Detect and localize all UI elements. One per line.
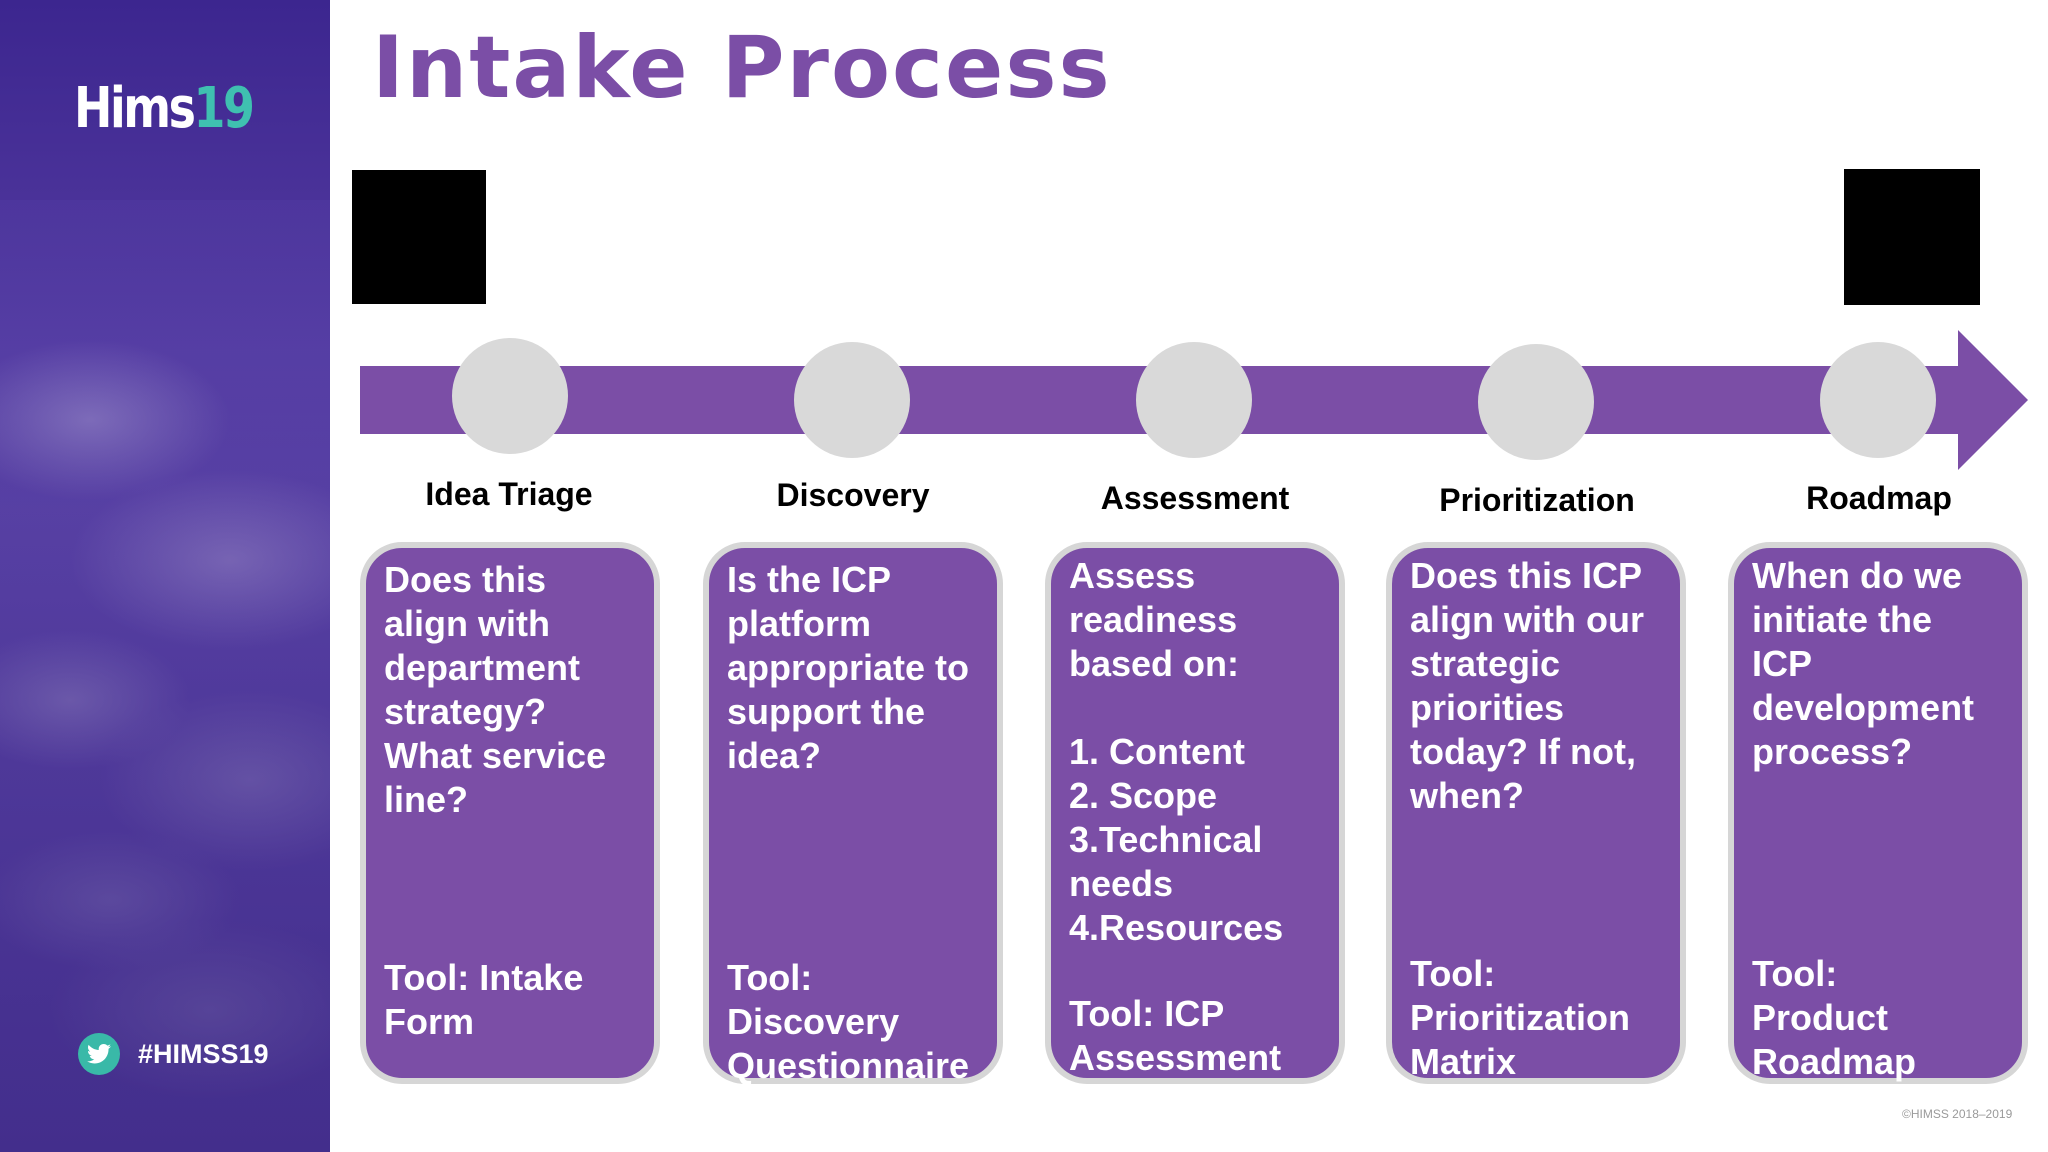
card-tool: Tool: Intake Form (384, 957, 584, 1042)
redaction-box-right (1844, 169, 1980, 305)
stage-card-discovery: Is the ICP platform appropriate to suppo… (703, 542, 1003, 1086)
stage-card-assessment: Assess readiness based on: 1. Content 2.… (1045, 542, 1345, 1084)
card-tool: Tool: ICP Assessment (1069, 993, 1282, 1078)
stage-marker-roadmap (1820, 342, 1936, 458)
card-question: Does this ICP align with our strategic p… (1410, 555, 1644, 816)
page-title: Intake Process (372, 18, 1112, 118)
stage-label-discovery: Discovery (776, 477, 930, 513)
card-question: Does this align with department strategy… (384, 559, 607, 820)
logo-number: 19 (193, 76, 255, 141)
stage-label-prioritization: Prioritization (1439, 482, 1635, 518)
stage-card-idea-triage: Does this align with department strategy… (360, 542, 660, 1084)
stage-marker-discovery (794, 342, 910, 458)
logo-text: Hims (74, 76, 196, 141)
redaction-box-left (352, 170, 486, 304)
stage-label-idea-triage: Idea Triage (425, 476, 593, 512)
stage-label-assessment: Assessment (1100, 480, 1290, 516)
twitter-icon (78, 1033, 120, 1075)
logo-band: Hims19 (0, 0, 330, 200)
stage-card-prioritization: Does this ICP align with our strategic p… (1386, 542, 1686, 1084)
stage-marker-assessment (1136, 342, 1252, 458)
stage-card-roadmap: When do we initiate the ICP development … (1728, 542, 2028, 1084)
stage-label-roadmap: Roadmap (1806, 480, 1952, 516)
timeline-arrow-head (1958, 330, 2028, 470)
hashtag-label: #HIMSS19 (138, 1039, 269, 1069)
himss19-logo: Hims19 (74, 76, 255, 141)
copyright-text: ©HIMSS 2018–2019 (1902, 1107, 2013, 1121)
card-question: Assess readiness based on: 1. Content 2.… (1069, 555, 1284, 948)
card-question: Is the ICP platform appropriate to suppo… (727, 559, 970, 776)
card-tool: Tool: Product Roadmap (1752, 953, 1917, 1082)
stage-marker-idea-triage (452, 338, 568, 454)
card-question: When do we initiate the ICP development … (1752, 555, 1975, 772)
card-tool: Tool: Prioritization Matrix (1410, 953, 1631, 1082)
stage-marker-prioritization (1478, 344, 1594, 460)
card-tool: Tool: Discovery Questionnaire (727, 957, 970, 1086)
